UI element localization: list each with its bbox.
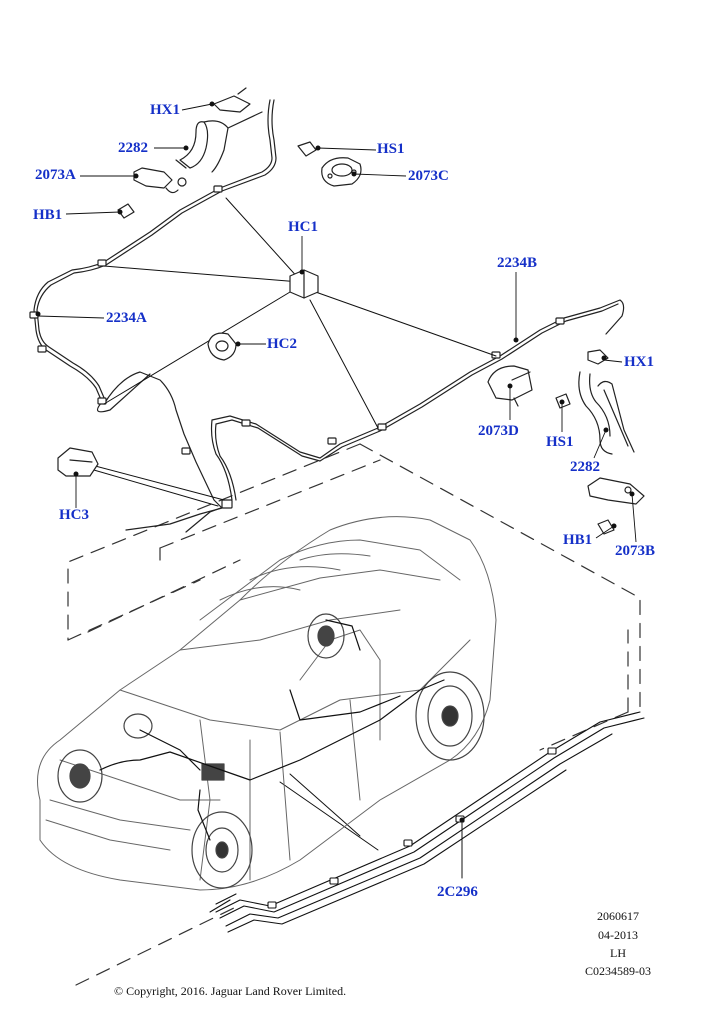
callout-leaders — [37, 103, 637, 543]
callout-2282-right: 2282 — [570, 459, 600, 475]
callout-hb1-left: HB1 — [33, 207, 63, 223]
callout-hc2: HC2 — [267, 336, 297, 352]
diagram-side: LH — [610, 946, 626, 960]
wheels — [57, 613, 485, 889]
callout-hb1-right: HB1 — [563, 532, 593, 548]
hx1-bracket-top — [213, 87, 251, 113]
connector-hc1 — [289, 269, 319, 299]
copyright-notice: © Copyright, 2016. Jaguar Land Rover Lim… — [114, 984, 347, 998]
callout-hs1-top: HS1 — [377, 141, 405, 157]
hb1-bolt-right — [597, 519, 615, 535]
dashed-frame — [67, 443, 641, 986]
diagram-code: C0234589-03 — [585, 964, 651, 978]
hx1-clip-right — [587, 349, 609, 365]
callout-hx1-right: HX1 — [624, 354, 654, 370]
brake-pipe-2234a — [33, 99, 625, 533]
bracket-2073a — [133, 167, 187, 194]
callout-2073b: 2073B — [615, 543, 656, 559]
diagram-date: 04-2013 — [598, 928, 638, 942]
brake-pipe-2c296 — [209, 711, 645, 933]
bracket-2073c — [297, 141, 362, 187]
callout-2c296: 2C296 — [437, 884, 478, 900]
callout-2234a: 2234A — [106, 310, 147, 326]
callout-2234b: 2234B — [497, 255, 538, 271]
vehicle-outline — [37, 516, 497, 891]
leader-lines — [79, 197, 497, 879]
hb1-bolt-left — [117, 203, 135, 219]
callout-2073c: 2073C — [408, 168, 449, 184]
grommet-hc2 — [207, 332, 237, 361]
callout-hc3: HC3 — [59, 507, 89, 523]
bracket-2073d — [487, 365, 533, 407]
vehicle-brake-lines — [99, 619, 445, 841]
callout-hx1-top: HX1 — [150, 102, 180, 118]
callout-2282-top: 2282 — [118, 140, 148, 156]
callout-2073d: 2073D — [478, 423, 519, 439]
callout-hc1: HC1 — [288, 219, 318, 235]
flex-hose-2282-right — [578, 371, 635, 455]
pipe-clips — [29, 185, 565, 509]
callout-2073a: 2073A — [35, 167, 76, 183]
flex-hose-2282-top — [175, 111, 263, 173]
clip-hc3 — [57, 447, 99, 477]
bracket-2073b — [587, 477, 645, 505]
callout-hs1-right: HS1 — [546, 434, 574, 450]
diagram-id: 2060617 — [597, 909, 639, 923]
